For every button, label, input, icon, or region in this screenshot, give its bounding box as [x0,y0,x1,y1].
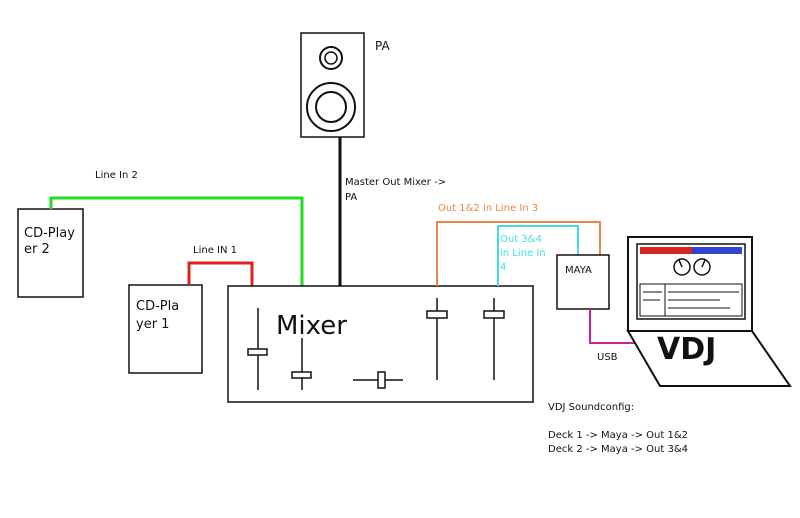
master-out-label-2: PA [345,192,357,203]
cd-player-2-label: CD-Play [24,226,75,241]
out-3-4-label-3: 4 [500,262,506,273]
out-3-4-label: Out 3&4 [500,234,542,245]
mixer-label: Mixer [276,311,347,341]
usb-label: USB [597,352,618,363]
soundconfig-title: VDJ Soundconfig: [548,402,634,413]
usb-cable [589,309,655,344]
laptop [626,236,792,387]
soundconfig-line-1: Deck 1 -> Maya -> Out 1&2 [548,430,688,441]
cd-player-2 [17,208,84,298]
pa-label: PA [375,39,390,53]
line-in-2-label: Line In 2 [95,170,138,181]
cd-player-1 [128,284,203,374]
line-in-1-cable [187,261,254,286]
line-in-2-cable [49,196,304,286]
pa-speaker [300,32,365,138]
mixer-faders [247,298,505,390]
out-3-4-cable [497,225,579,286]
vdj-screen [639,247,743,317]
cd-player-2-label-2: er 2 [24,242,50,257]
cd-player-1-label: CD-Pla [136,299,179,314]
line-in-1-label: Line IN 1 [193,245,237,256]
maya-interface [556,254,610,310]
out-1-2-label: Out 1&2 in Line In 3 [438,203,538,214]
master-out-label: Master Out Mixer -> [345,177,446,188]
out-3-4-label-2: in Line In [500,248,546,259]
vdj-label: VDJ [657,332,716,367]
cd-player-1-label-2: yer 1 [136,317,169,332]
maya-label: MAYA [565,265,592,276]
soundconfig-line-2: Deck 2 -> Maya -> Out 3&4 [548,444,688,455]
out-1-2-cable [436,221,601,286]
